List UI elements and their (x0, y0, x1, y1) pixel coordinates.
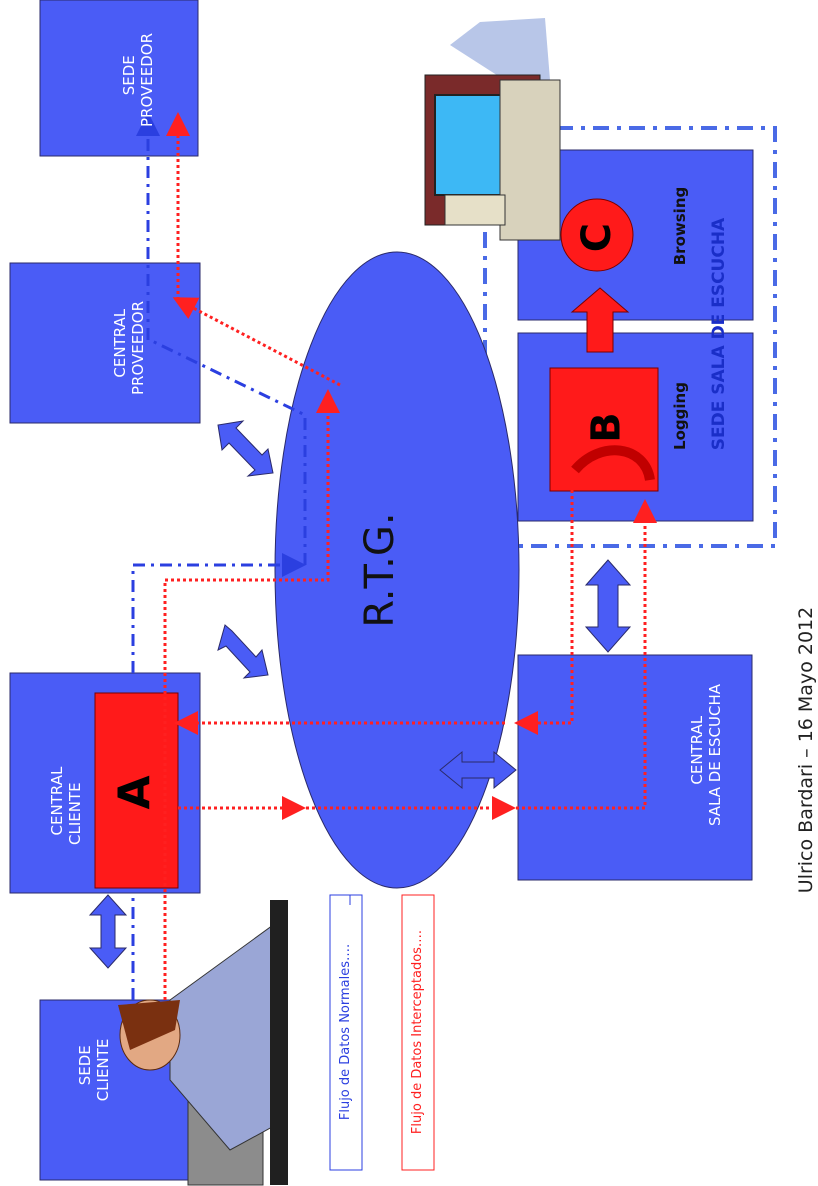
label-sede-proveedor: SEDE PROVEEDOR (102, 20, 156, 140)
logging-text: Logging (671, 382, 689, 450)
label-central-proveedor-text: CENTRAL PROVEEDOR (111, 301, 147, 396)
label-letter-b: B (583, 398, 630, 458)
legend-intercepted-box (401, 894, 435, 1171)
legend-normal-text: Flujo de Datos Normales…. (338, 943, 353, 1121)
double-arrow-proveedor-rtg (217, 420, 274, 477)
sala-escucha-border (483, 126, 777, 548)
person-laptop-icon (118, 900, 288, 1186)
box-central-sala (517, 654, 753, 881)
sala-title-text: SEDE SALA DE ESCUCHA (709, 217, 729, 451)
label-rtg: R.T.G. (355, 495, 405, 645)
intercepted-data-flow (163, 112, 657, 1030)
interception-circle-c (560, 198, 634, 272)
footer-author-date: Ulrico Bardari – 16 Mayo 2012 (794, 580, 818, 920)
normal-data-flow (131, 112, 307, 1000)
logging-recycle-icon (571, 445, 655, 482)
label-letter-c: C (574, 210, 620, 265)
label-browsing: Browsing (671, 181, 693, 271)
legend-intercepted-label: Flujo de Datos Interceptados…. (408, 902, 428, 1162)
double-arrow-rtg-sala (439, 750, 517, 790)
legend-normal-box (329, 894, 363, 1171)
legend-normal-label: Flujo de Datos Normales…. (336, 902, 356, 1162)
label-logging: Logging (671, 381, 693, 451)
label-central-sala: CENTRAL SALA DE ESCUCHA (670, 680, 724, 830)
computer-icon (424, 18, 561, 241)
label-sala-title: SEDE SALA DE ESCUCHA (709, 199, 734, 469)
legend-intercepted-text: Flujo de Datos Interceptados…. (410, 929, 425, 1135)
double-arrow-sala-logging (584, 559, 632, 653)
letter-a-text: A (109, 775, 161, 810)
box-central-proveedor (9, 262, 201, 424)
label-central-cliente: CENTRAL CLIENTE (30, 735, 84, 845)
rtg-text: R.T.G. (357, 512, 403, 628)
b-to-c-arrow (570, 287, 630, 353)
interception-box-b (549, 367, 659, 492)
double-arrow-sede-central-cliente (88, 894, 128, 969)
letter-c-text: C (574, 222, 620, 253)
label-sede-cliente: SEDE CLIENTE (58, 1020, 112, 1120)
label-central-proveedor: CENTRAL PROVEEDOR (93, 283, 147, 413)
label-central-sala-text: CENTRAL SALA DE ESCUCHA (688, 683, 724, 827)
browsing-text: Browsing (671, 186, 689, 266)
label-letter-a: A (109, 763, 161, 823)
label-sede-cliente-text: SEDE CLIENTE (76, 1038, 112, 1102)
letter-b-text: B (583, 412, 630, 443)
double-arrow-cliente-rtg (217, 624, 269, 679)
label-sede-proveedor-text: SEDE PROVEEDOR (120, 33, 156, 128)
footer-text: Ulrico Bardari – 16 Mayo 2012 (795, 606, 817, 894)
